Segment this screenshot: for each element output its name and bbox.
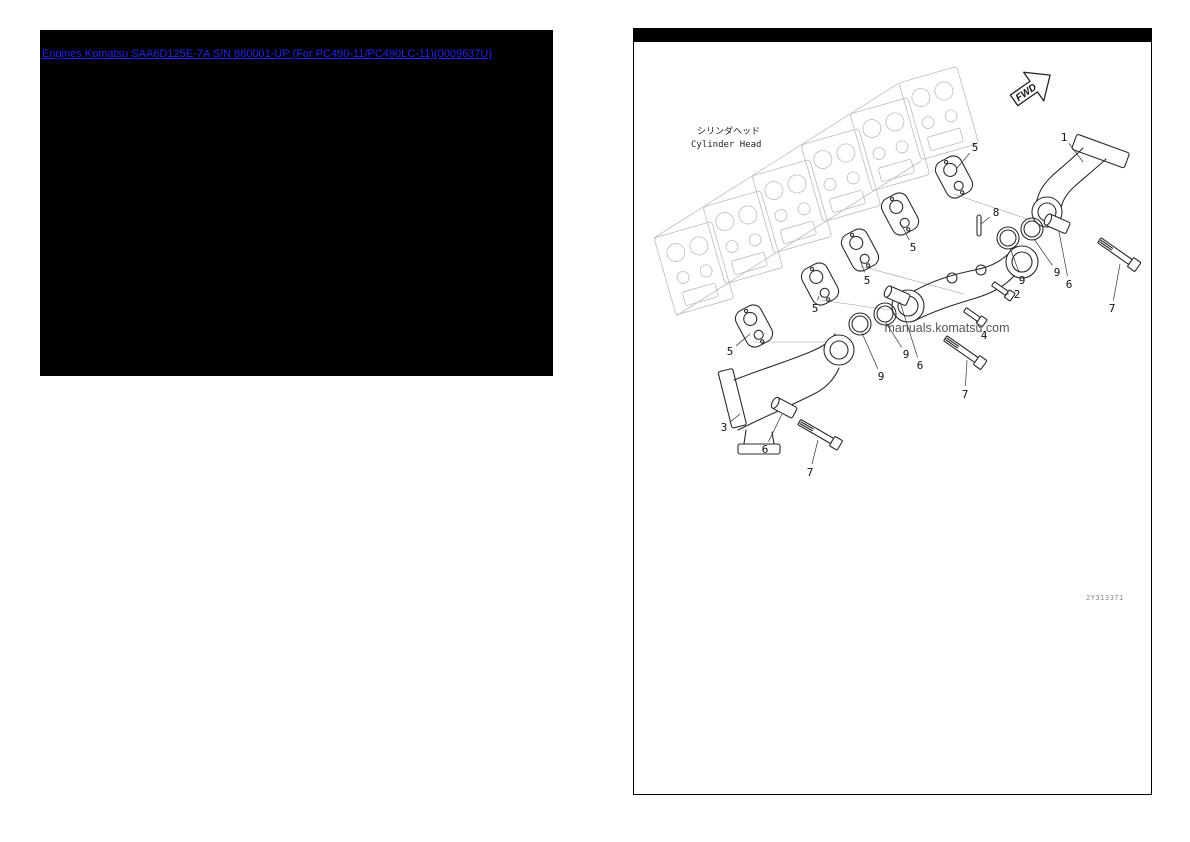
callout-leader-1 [1068, 143, 1084, 163]
callout-leader-8 [980, 216, 990, 225]
callout-leader-6 [768, 413, 783, 442]
callout-number-4: 4 [981, 329, 988, 342]
callout-number-9: 9 [1054, 266, 1061, 279]
callout-number-1: 1 [1061, 131, 1068, 144]
cylinder-head-art [653, 65, 980, 317]
cylinder-head-label-en: Cylinder Head [691, 140, 761, 150]
fwd-arrow-icon: FWD [1009, 71, 1051, 107]
callout-leader-9 [885, 322, 902, 348]
callout-number-3: 3 [721, 421, 728, 434]
callout-number-7: 7 [807, 466, 814, 479]
stud-art [976, 214, 982, 237]
callout-leader-6 [899, 301, 918, 358]
callout-leader-7 [965, 359, 968, 387]
callout-leader-5 [735, 333, 751, 347]
callout-leader-4 [975, 320, 981, 329]
callout-leader-5 [860, 261, 865, 273]
callout-number-6: 6 [1066, 278, 1073, 291]
callout-number-8: 8 [993, 206, 1000, 219]
panel-top-bar [634, 29, 1151, 42]
callout-leader-5 [817, 295, 820, 301]
callout-number-9: 9 [903, 348, 910, 361]
callout-number-6: 6 [917, 359, 924, 372]
callout-leader-9 [1033, 238, 1053, 266]
callout-number-9: 9 [1019, 274, 1026, 287]
manifold-rear-art [1031, 134, 1130, 228]
callout-number-5: 5 [812, 302, 819, 315]
callout-number-5: 5 [972, 141, 979, 154]
callout-number-5: 5 [910, 241, 917, 254]
watermark-text: manuals.komatsu.com [884, 321, 1009, 335]
callout-number-2: 2 [1014, 288, 1021, 301]
callout-number-7: 7 [962, 388, 969, 401]
callout-leader-9 [1009, 247, 1020, 273]
manifold-front-art [717, 333, 855, 455]
callout-number-5: 5 [727, 345, 734, 358]
callout-leader-5 [956, 152, 971, 169]
callout-leader-9 [861, 332, 879, 369]
callout-number-5: 5 [864, 274, 871, 287]
cylinder-head-label-jp: シリンダヘッド [697, 125, 760, 137]
callout-leader-7 [811, 439, 819, 465]
callout-number-7: 7 [1109, 302, 1116, 315]
callout-leader-6 [1058, 231, 1068, 277]
callout-leader-5 [901, 225, 910, 241]
manual-title-link[interactable]: Engines Komatsu SAA6D125E-7A S/N 860001-… [42, 48, 493, 60]
callout-leader-3 [729, 413, 741, 423]
parts-diagram: シリンダヘッド Cylinder Head FWD [653, 65, 1142, 602]
manifold-center-art [891, 245, 1039, 323]
callout-leader-7 [1113, 263, 1121, 301]
bolt-art-group [795, 214, 1142, 451]
callout-number-9: 9 [878, 370, 885, 383]
alignment-lines [754, 193, 1031, 343]
drawing-number: 2Y313371 [1086, 594, 1124, 602]
manual-header-block: Engines Komatsu SAA6D125E-7A S/N 860001-… [40, 30, 553, 376]
diagram-panel: シリンダヘッド Cylinder Head FWD [633, 28, 1152, 795]
callout-number-6: 6 [762, 443, 769, 456]
